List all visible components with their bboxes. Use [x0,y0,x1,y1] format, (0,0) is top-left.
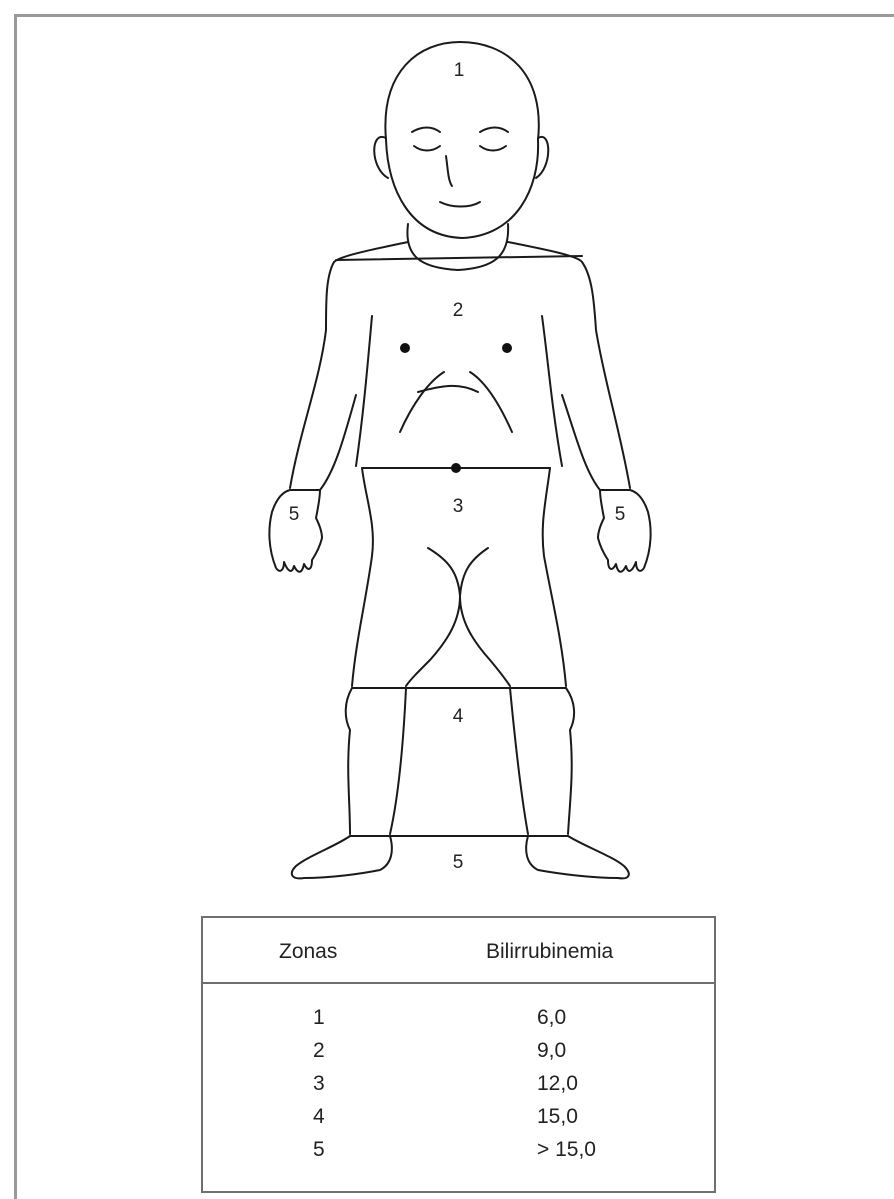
navel-dot [451,463,461,473]
cell-value: 15,0 [537,1105,578,1129]
cell-zone: 5 [313,1138,325,1162]
right-leg-inner [510,688,528,834]
left-nipple-dot [400,343,410,353]
cell-zone: 1 [313,1006,325,1030]
left-shoulder-arm [290,242,408,488]
body-zones-figure: 1 2 3 5 5 4 5 [0,0,894,910]
right-inner-arm [542,316,562,466]
right-brow [480,128,508,133]
cell-zone: 2 [313,1039,325,1063]
left-leg-outer [346,688,352,834]
table-row: 5 > 15,0 [203,1138,714,1168]
table-row: 3 12,0 [203,1072,714,1102]
bilirubin-zone-table: Zonas Bilirrubinemia 1 6,0 2 9,0 3 12,0 … [201,916,716,1193]
cell-zone: 3 [313,1072,325,1096]
cell-zone: 4 [313,1105,325,1129]
mouth [440,202,480,207]
nose [446,156,452,186]
cell-value: 6,0 [537,1006,566,1030]
zone-label-feet: 5 [453,852,464,873]
zone-label-legs: 4 [453,706,464,727]
zone-label-chest: 2 [453,300,464,321]
chest-right-fold [470,372,512,432]
groin-left [406,548,460,686]
table-row: 1 6,0 [203,1006,714,1036]
chest-left-fold [400,372,444,432]
right-arm-lower [562,395,600,490]
left-inner-arm [356,316,372,466]
right-nipple-dot [502,343,512,353]
zone-label-abdomen: 3 [453,496,464,517]
zone-label-right-hand: 5 [615,504,626,525]
table-row: 2 9,0 [203,1039,714,1069]
zone-label-head: 1 [454,60,465,81]
left-hand [269,490,322,572]
table-header: Zonas Bilirrubinemia [203,918,714,984]
left-hip [352,468,373,686]
groin-right [460,548,510,686]
right-foot [526,836,629,878]
right-eye [480,146,506,151]
right-hand [598,490,651,572]
header-zonas: Zonas [279,940,337,964]
right-shoulder-arm [508,242,630,488]
cell-value: > 15,0 [537,1138,596,1162]
cell-value: 9,0 [537,1039,566,1063]
zone-label-left-hand: 5 [289,504,300,525]
right-leg-outer [566,688,574,834]
left-eye [414,146,440,151]
shoulder-line [336,256,582,260]
header-bilirrubinemia: Bilirrubinemia [486,940,613,964]
right-hip [543,468,566,686]
left-foot [292,836,392,878]
left-leg-inner [390,688,406,834]
cell-value: 12,0 [537,1072,578,1096]
table-row: 4 15,0 [203,1105,714,1135]
left-brow [412,128,440,133]
left-arm-lower [320,395,356,490]
